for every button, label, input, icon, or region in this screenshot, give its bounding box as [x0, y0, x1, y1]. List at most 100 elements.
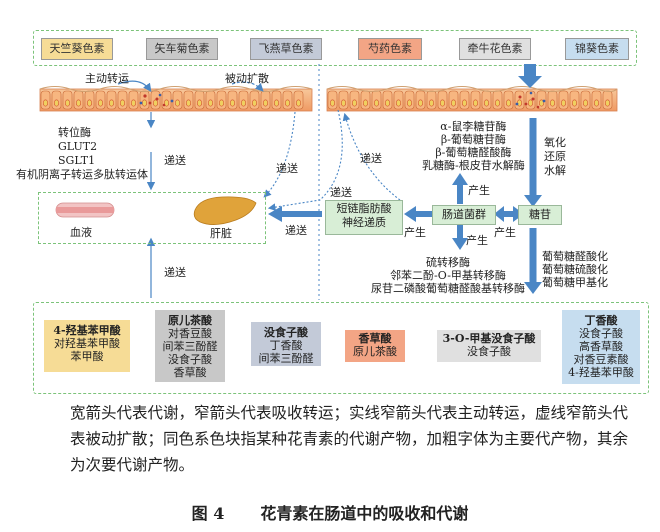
lower-enzyme-2: 邻苯二酚-O-甲基转移酶: [390, 269, 506, 282]
metabolite-main: 原儿茶酸: [168, 314, 212, 327]
pigment-malvidin: 锦葵色素: [565, 38, 629, 60]
transporter-3: SGLT1: [58, 154, 96, 167]
metabolite-group-delphinidin: 没食子酸 丁香酸 间苯三酚醛: [251, 322, 321, 366]
metabolite-item: 丁香酸: [269, 339, 303, 352]
cell-nucleus: [582, 99, 588, 107]
cell-nucleus: [351, 99, 357, 107]
metabolite-item: 原儿茶酸: [353, 345, 397, 358]
cell-nucleus: [131, 99, 137, 107]
cell-nucleus: [262, 99, 268, 107]
blood-label: 血液: [70, 226, 92, 239]
pigment-peonidin: 芍药色素: [358, 38, 422, 60]
lower-enzyme-3: 尿苷二磷酸葡萄糖醛酸基转移酶: [371, 282, 525, 295]
deliver-label-3: 递送: [330, 186, 352, 199]
cell-nucleus: [384, 99, 390, 107]
cell-nucleus: [42, 99, 48, 107]
reduction-label: 还原: [544, 150, 566, 163]
scfa-label: 短链脂肪酸: [336, 202, 392, 215]
hydrolysis-list: 氧化 还原 水解: [544, 136, 566, 178]
cell-nucleus: [53, 99, 59, 107]
hydrolysis-label: 水解: [544, 164, 566, 177]
cell-nucleus: [241, 99, 247, 107]
metabolite-item: 没食子酸: [467, 345, 511, 358]
cell-nucleus: [186, 99, 192, 107]
passive-diffusion-label: 被动扩散: [225, 72, 269, 85]
cell-nucleus: [219, 99, 225, 107]
figure-title: 图 4 花青素在肠道中的吸收和代谢: [0, 500, 660, 524]
cell-nucleus: [505, 99, 511, 107]
cell-nucleus: [87, 99, 93, 107]
cell-nucleus: [109, 99, 115, 107]
metabolite-item: 没食子酸: [579, 327, 623, 340]
blood-liver-box: [38, 192, 266, 244]
transporter-1: 转位酶: [58, 126, 91, 139]
metabolite-main: 香草酸: [358, 332, 392, 345]
metabolite-main: 丁香酸: [584, 314, 618, 327]
cell-nucleus: [65, 99, 71, 107]
pigment-petunidin: 牵牛花色素: [459, 38, 531, 60]
oxidation-label: 氧化: [544, 136, 566, 149]
metabolite-group-petunidin: 3-O-甲基没食子酸 没食子酸: [437, 330, 541, 362]
cell-nucleus: [164, 99, 170, 107]
metabolite-group-pelargonidin: 4-羟基苯甲酸 对羟基苯甲酸 苯甲酸: [44, 320, 130, 372]
figure-number: 图 4: [191, 504, 225, 523]
neurotransmitter-label: 神经递质: [342, 216, 386, 229]
figure-caption: 宽箭头代表代谢，窄箭头代表吸收转运；实线窄箭头代表主动转运，虚线窄箭头代表被动扩…: [70, 404, 629, 474]
metabolite-item: 对羟基苯甲酸: [54, 337, 120, 350]
cell-nucleus: [406, 99, 412, 107]
pigment-pelargonidin: 天竺葵色素: [41, 38, 113, 60]
pigment-panel: [33, 30, 637, 66]
cell-nucleus: [329, 99, 335, 107]
pigment-cyanidin: 矢车菊色素: [146, 38, 218, 60]
produce-label-4: 产生: [494, 226, 516, 239]
deliver-label-1: 递送: [164, 154, 186, 167]
cell-nucleus: [417, 99, 423, 107]
cell-nucleus: [593, 99, 599, 107]
cell-nucleus: [175, 99, 181, 107]
cell-nucleus: [450, 99, 456, 107]
cell-nucleus: [494, 99, 500, 107]
metabolite-item: 苯甲酸: [70, 350, 104, 363]
lower-enzyme-list: 硫转移酶 邻苯二酚-O-甲基转移酶 尿苷二磷酸葡萄糖醛酸基转移酶: [364, 256, 532, 295]
cell-nucleus: [340, 99, 346, 107]
transporter-list: 转位酶 GLUT2 SGLT1 有机阴离子转运多肽转运体: [16, 126, 148, 182]
cell-nucleus: [142, 99, 148, 107]
cell-nucleus: [472, 99, 478, 107]
metabolite-panel: [33, 302, 649, 394]
metabolite-item: 4-羟基苯甲酸: [568, 366, 634, 379]
cell-nucleus: [395, 99, 401, 107]
glyco-mod-3: 葡萄糖甲基化: [542, 276, 608, 289]
produce-label-2: 产生: [404, 226, 426, 239]
transporter-4: 有机阴离子转运多肽转运体: [16, 168, 148, 181]
enzyme-list: α-鼠李糖苷酶 β-葡萄糖苷酶 β-葡萄糖醛酸酶 乳糖酶-根皮苷水解酶: [422, 120, 525, 172]
cell-nucleus: [98, 99, 104, 107]
enzyme-1: α-鼠李糖苷酶: [440, 120, 507, 133]
cell-nucleus: [120, 99, 126, 107]
deliver-label-6: 递送: [360, 152, 382, 165]
metabolite-group-peonidin: 香草酸 原儿茶酸: [345, 330, 405, 362]
figure-title-text: 花青素在肠道中的吸收和代谢: [260, 504, 469, 523]
gut-flora-box: 肠道菌群: [432, 205, 496, 225]
enzyme-3: β-葡萄糖醛酸酶: [435, 146, 512, 159]
lower-enzyme-1: 硫转移酶: [426, 256, 470, 269]
cell-nucleus: [461, 99, 467, 107]
cell-nucleus: [428, 99, 434, 107]
metabolite-group-cyanidin: 原儿茶酸 对香豆酸 间苯三酚醛 没食子酸 香草酸: [155, 310, 225, 382]
enzyme-4: 乳糖酶-根皮苷水解酶: [422, 159, 525, 172]
cell-nucleus: [252, 99, 258, 107]
cell-nucleus: [362, 99, 368, 107]
cell-nucleus: [604, 99, 610, 107]
liver-label: 肝脏: [210, 227, 232, 240]
metabolite-item: 香草酸: [173, 366, 207, 379]
epithelium-left: [39, 86, 313, 112]
scfa-box: 短链脂肪酸 神经递质: [325, 200, 403, 235]
cell-nucleus: [284, 99, 290, 107]
glyco-mod-1: 葡萄糖醛酸化: [542, 250, 608, 263]
transporter-2: GLUT2: [58, 140, 98, 153]
cell-nucleus: [295, 99, 301, 107]
cell-nucleus: [230, 99, 236, 107]
cell-nucleus: [538, 99, 544, 107]
metabolite-main: 没食子酸: [264, 326, 308, 339]
metabolite-item: 间苯三酚醛: [162, 340, 218, 353]
deliver-label-4: 递送: [285, 224, 307, 237]
